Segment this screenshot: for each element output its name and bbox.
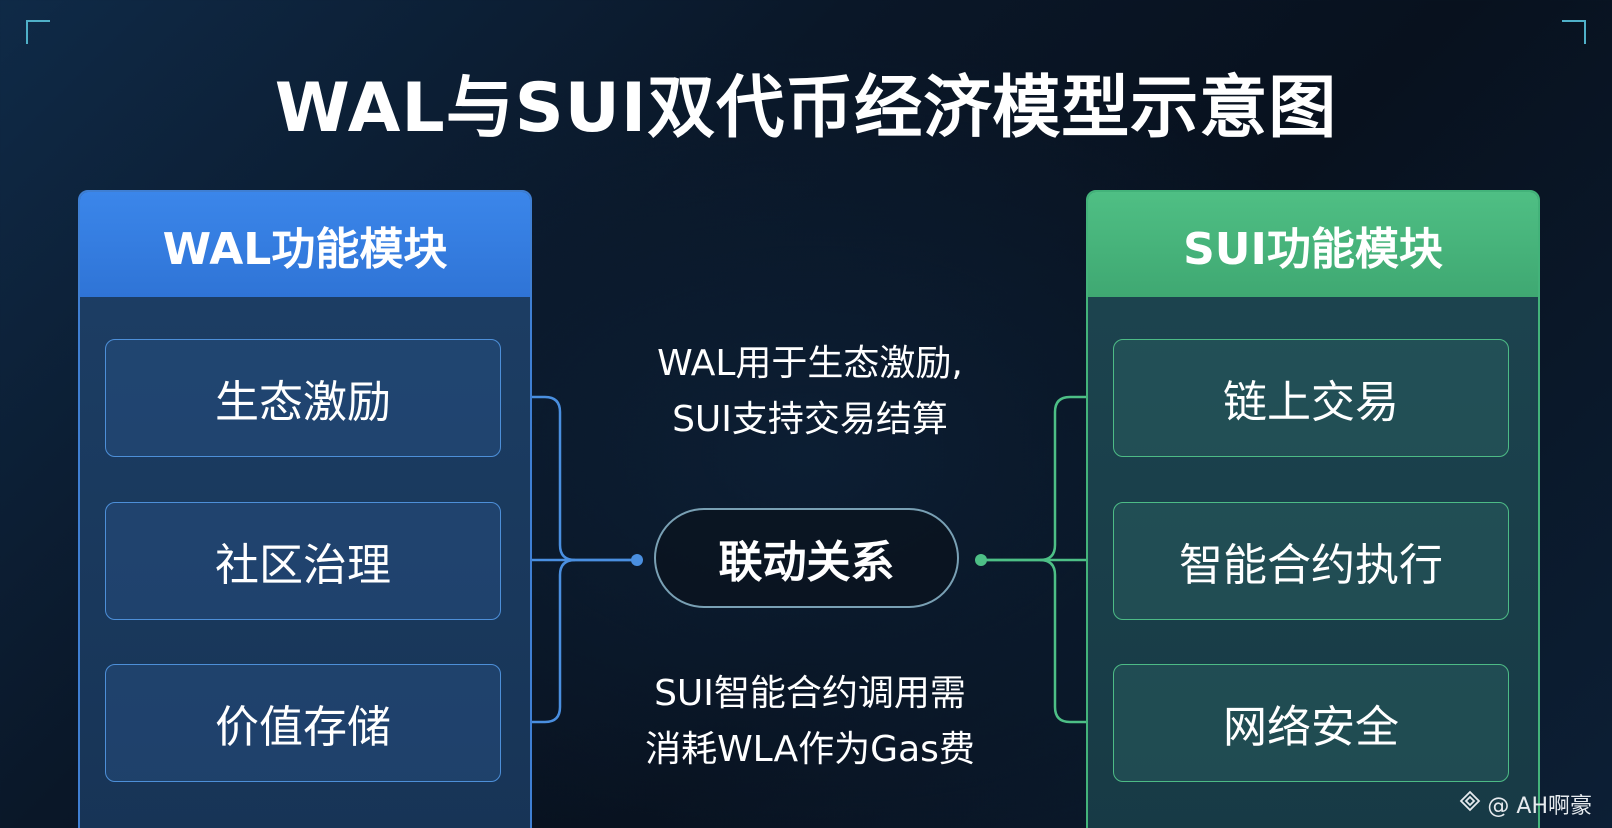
- sui-module-onchain-trading: 链上交易: [1113, 339, 1509, 457]
- wal-panel-header: WAL功能模块: [80, 192, 530, 297]
- center-note-bottom: SUI智能合约调用需 消耗WLA作为Gas费: [560, 666, 1060, 778]
- connector-dot: [975, 554, 987, 566]
- diagram-title: WAL与SUI双代币经济模型示意图: [274, 69, 1338, 148]
- center-note-bottom-line-2: 消耗WLA作为Gas费: [645, 729, 975, 770]
- wal-module-community-governance: 社区治理: [105, 502, 501, 620]
- wal-module-ecosystem-incentive: 生态激励: [105, 339, 501, 457]
- wal-module-value-storage: 价值存储: [105, 664, 501, 782]
- watermark-text: @ AH啊豪: [1487, 794, 1592, 819]
- wal-panel: WAL功能模块 生态激励 社区治理 价值存储: [78, 190, 532, 828]
- sui-module-smart-contract-execution: 智能合约执行: [1113, 502, 1509, 620]
- diamond-logo-icon: [1459, 790, 1481, 818]
- linkage-relation-pill: 联动关系: [654, 508, 959, 608]
- corner-bracket-top-right: [1562, 20, 1586, 44]
- center-note-bottom-line-1: SUI智能合约调用需: [654, 673, 966, 714]
- sui-panel-header: SUI功能模块: [1088, 192, 1538, 297]
- connector-dot: [631, 554, 643, 566]
- center-note-top: WAL用于生态激励, SUI支持交易结算: [560, 336, 1060, 448]
- corner-bracket-top-left: [26, 20, 50, 44]
- sui-module-network-security: 网络安全: [1113, 664, 1509, 782]
- sui-panel: SUI功能模块 链上交易 智能合约执行 网络安全: [1086, 190, 1540, 828]
- watermark: @ AH啊豪: [1459, 788, 1592, 820]
- center-note-top-line-1: WAL用于生态激励,: [657, 343, 963, 384]
- center-note-top-line-2: SUI支持交易结算: [672, 399, 948, 440]
